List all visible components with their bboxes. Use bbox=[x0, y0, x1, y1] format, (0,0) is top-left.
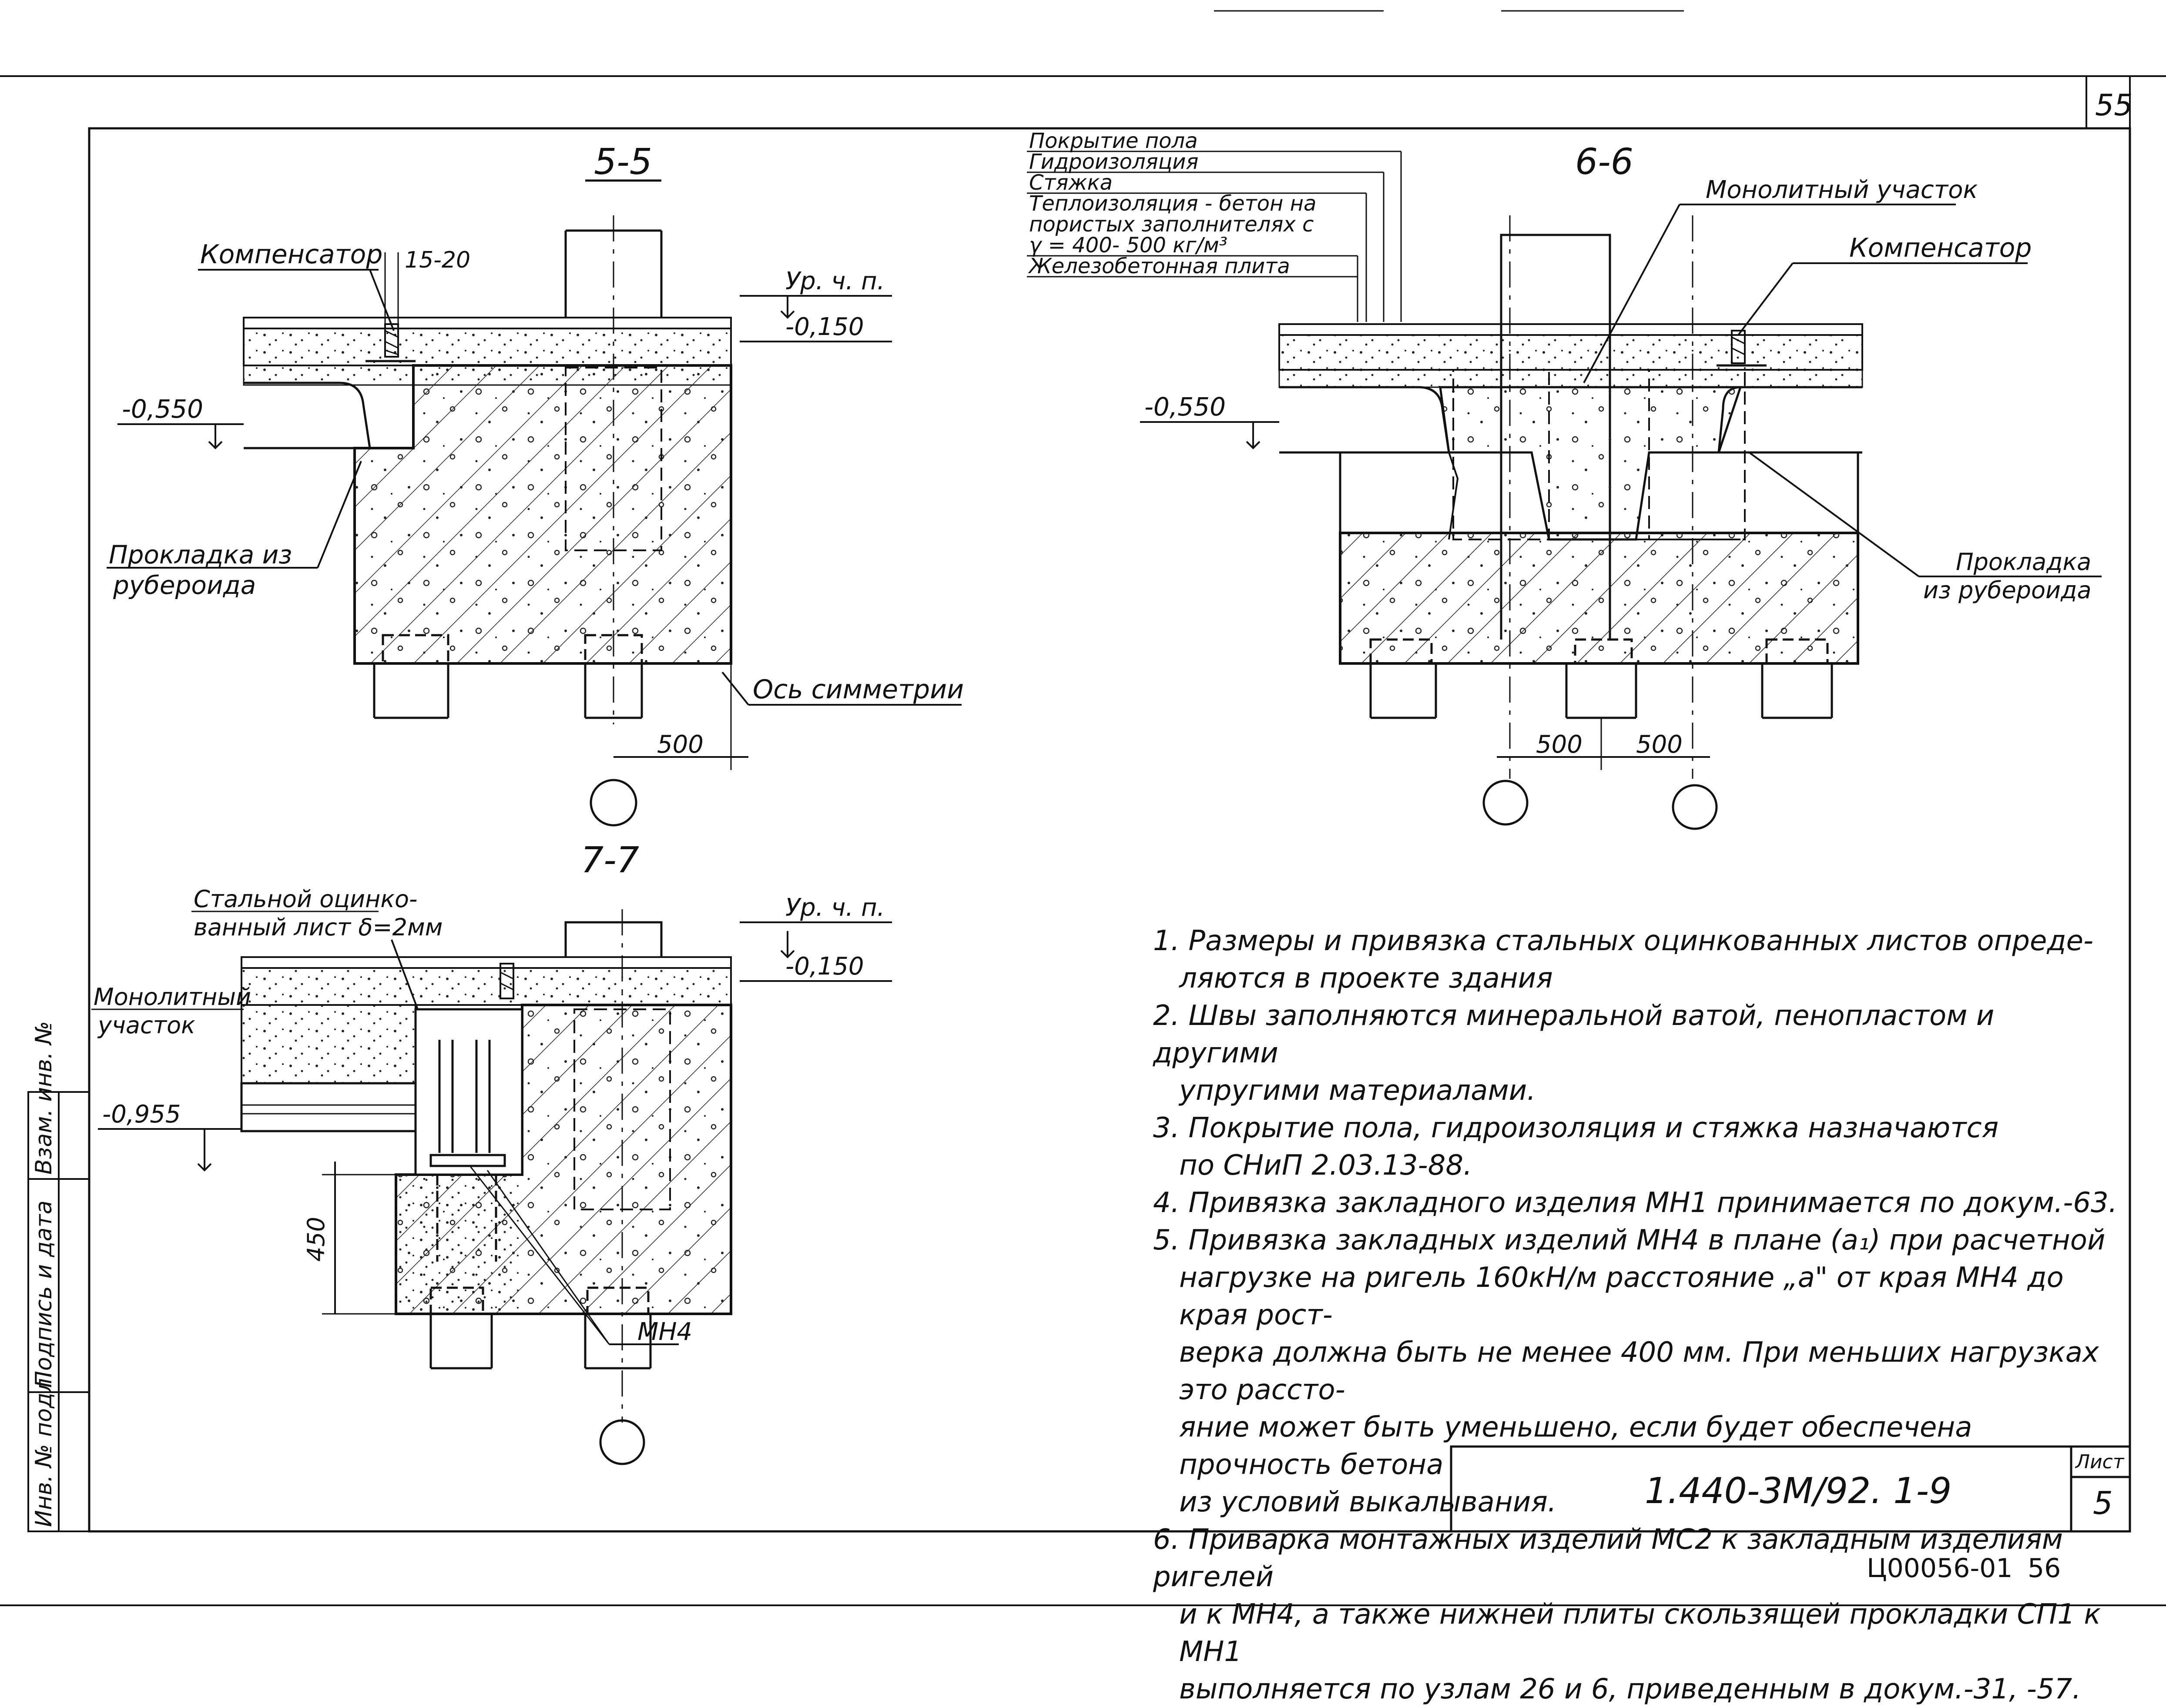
note-1-cont: ляются в проекте здания bbox=[1179, 962, 1553, 995]
section-7-7: 7-7 bbox=[91, 840, 892, 1465]
note-5-cont-3: яние может быть уменьшено, если будет об… bbox=[1179, 1411, 1972, 1481]
layer-rc-slab: Железобетонная плита bbox=[1028, 254, 1290, 278]
note-6-cont-1: и к МН4, а также нижней плиты скользящей… bbox=[1179, 1598, 2101, 1668]
stamp-inv-no: Инв. № подл. bbox=[31, 1371, 57, 1527]
section-7-7-level-top: -0,150 bbox=[785, 952, 864, 981]
section-7-7-level-955: -0,955 bbox=[102, 1100, 181, 1129]
section-6-6-gasket-label-1: Прокладка bbox=[1956, 548, 2091, 576]
layer-waterproofing: Гидроизоляция bbox=[1029, 150, 1198, 174]
section-6-6-gasket-label-2: из рубероида bbox=[1923, 576, 2092, 604]
sheet-top-number: 55 bbox=[2095, 88, 2133, 123]
note-3-cont: по СНиП 2.03.13-88. bbox=[1179, 1149, 1472, 1182]
stamp-replacement-inv: Взам. инв. № bbox=[31, 1021, 57, 1175]
note-5-cont-2: верка должна быть не менее 400 мм. При м… bbox=[1179, 1336, 2099, 1406]
section-5-5-level-top: -0,150 bbox=[785, 313, 864, 341]
title-block bbox=[1450, 1445, 2131, 1533]
footer-page: 56 bbox=[2028, 1553, 2061, 1584]
section-6-6-level-slab: -0,550 bbox=[1144, 392, 1226, 422]
section-6-6-title: 6-6 bbox=[1575, 141, 1633, 183]
section-6-6-monolith-label: Монолитный участок bbox=[1706, 176, 1978, 204]
note-1: 1. Размеры и привязка стальных оцинкован… bbox=[1153, 925, 2094, 957]
section-6-6-compensator-label: Компенсатор bbox=[1849, 233, 2032, 263]
note-6: 6. Приварка монтажных изделий МС2 к закл… bbox=[1153, 1524, 2063, 1593]
note-2: 2. Швы заполняются минеральной ватой, пе… bbox=[1153, 1000, 1995, 1069]
note-5-cont-1: нагрузке на ригель 160кН/м расстояние „а… bbox=[1179, 1262, 2064, 1331]
section-5-5-floor-level-label: Ур. ч. п. bbox=[785, 267, 885, 295]
section-5-5-gasket-label-1: Прокладка из bbox=[109, 540, 292, 569]
section-5-5-level-slab: -0,550 bbox=[122, 394, 203, 424]
section-6-6-dim-left: 500 bbox=[1536, 730, 1583, 759]
section-5-5-dim-500: 500 bbox=[657, 730, 704, 759]
section-5-5-compensator-label: Компенсатор bbox=[200, 239, 382, 270]
section-5-5-gap-label: 15-20 bbox=[405, 247, 470, 273]
section-7-7-monolith-1: Монолитный bbox=[94, 983, 251, 1011]
list-number: 5 bbox=[2093, 1485, 2113, 1521]
document-code: 1.440-3М/92. 1-9 bbox=[1645, 1470, 1951, 1512]
section-7-7-floor-level-label: Ур. ч. п. bbox=[785, 894, 885, 922]
note-3: 3. Покрытие пола, гидроизоляция и стяжка… bbox=[1153, 1112, 1999, 1144]
note-5: 5. Привязка закладных изделий МН4 в план… bbox=[1153, 1224, 2106, 1256]
layer-screed: Стяжка bbox=[1029, 171, 1113, 195]
layers-legend: Покрытие пола Гидроизоляция Стяжка Тепло… bbox=[1027, 129, 1402, 322]
section-5-5-gasket-label-2: рубероида bbox=[113, 570, 256, 600]
layer-insulation-1: Теплоизоляция - бетон на bbox=[1029, 191, 1316, 216]
section-5-5-axis-label: Ось симметрии bbox=[753, 674, 964, 705]
layer-floor-cover: Покрытие пола bbox=[1029, 129, 1198, 153]
stamp-strip bbox=[27, 1091, 90, 1532]
section-6-6-dim-right: 500 bbox=[1636, 730, 1683, 759]
layer-insulation-2: пористых заполнителях с bbox=[1029, 212, 1314, 237]
list-label: Лист bbox=[2075, 1451, 2125, 1473]
section-7-7-steel-sheet-1: Стальной оцинко- bbox=[194, 885, 418, 913]
section-7-7-title: 7-7 bbox=[581, 840, 639, 881]
note-4: 4. Привязка закладного изделия МН1 прини… bbox=[1153, 1187, 2118, 1219]
layer-insulation-3: γ = 400- 500 кг/м³ bbox=[1029, 233, 1227, 258]
stamp-signature-date: Подпись и дата bbox=[31, 1200, 57, 1388]
footer-code: Ц00056-01 bbox=[1867, 1553, 2012, 1584]
note-2-cont: упругими материалами. bbox=[1179, 1075, 1536, 1107]
notes-block: 1. Размеры и привязка стальных оцинкован… bbox=[1153, 922, 2119, 1708]
sheet-frame bbox=[0, 10, 2166, 1606]
section-6-6: 6-6 Покрытие пола Гидроизоляция Стяжка Т… bbox=[1027, 129, 2102, 830]
note-5-cont-4: из условий выкалывания. bbox=[1179, 1486, 1557, 1518]
section-5-5: 5-5 Компенсатор bbox=[107, 141, 964, 827]
section-7-7-steel-sheet-2: ванный лист δ=2мм bbox=[194, 914, 443, 941]
section-7-7-dim-450: 450 bbox=[302, 1217, 330, 1262]
section-7-7-mn4-label: МН4 bbox=[637, 1318, 692, 1346]
section-5-5-title: 5-5 bbox=[594, 141, 652, 183]
section-7-7-monolith-2: участок bbox=[97, 1011, 195, 1039]
